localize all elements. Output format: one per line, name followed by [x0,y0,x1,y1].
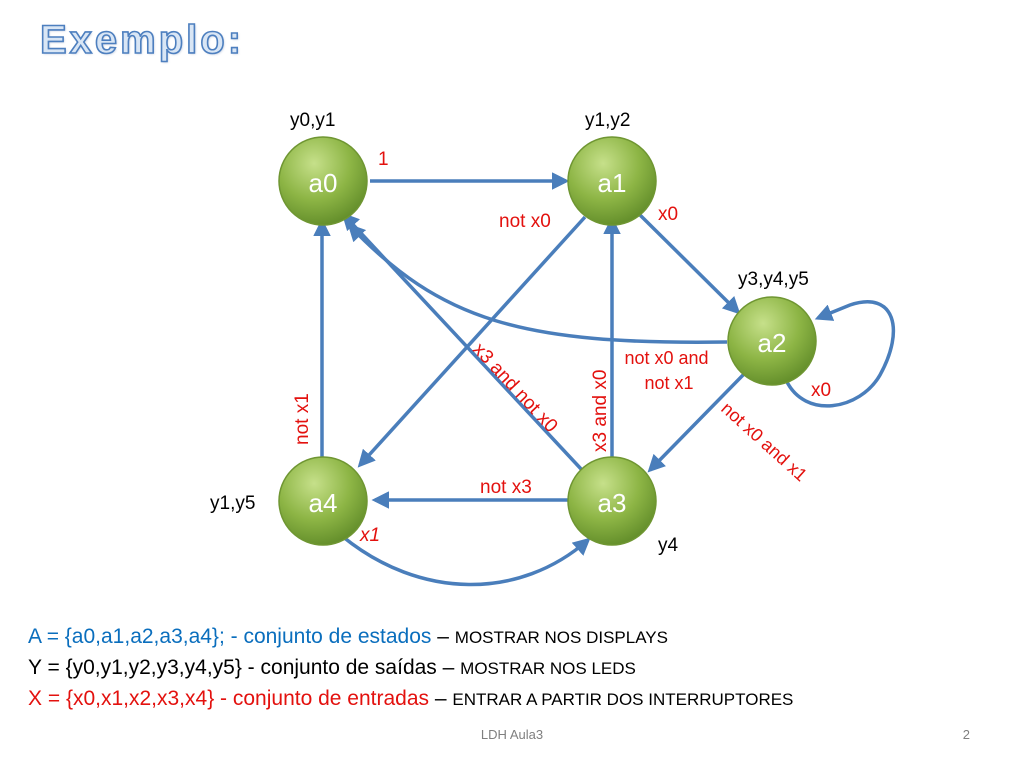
state-a4: a4 [278,456,368,546]
state-label: a1 [598,168,627,198]
definition-x-action: ENTRAR A PARTIR DOS INTERRUPTORES [452,690,794,709]
condition-a0-a1: 1 [378,149,389,170]
footer-text: LDH Aula3 [480,727,544,742]
definition-a-dash: – [431,625,455,648]
edge-a1-a4 [357,215,587,468]
condition-a3-a1: x3 and x0 [590,370,611,452]
definition-a-set: = {a0,a1,a2,a3,a4}; - conjunto de estado… [40,625,432,648]
condition-a3-a0: x3 and not x0 [468,339,561,437]
condition-a4-a0: not x1 [292,393,313,445]
state-a1: a1 [567,136,657,226]
output-label-a2: y3,y4,y5 [738,269,809,290]
definition-x-line: X = {x0,x1,x2,x3,x4} - conjunto de entra… [28,684,793,715]
state-a0: a0 [278,136,368,226]
definition-x-lead: X [28,687,43,710]
slide-title: Exemplo: [39,17,245,63]
state-label: a4 [309,488,338,518]
edge-a2-a3 [647,371,747,473]
edge-a4-a3 [340,534,591,587]
state-a3: a3 [567,456,657,546]
state-label: a3 [598,488,627,518]
output-label-a3: y4 [658,535,679,556]
output-label-a4: y1,y5 [210,493,255,514]
edge-a2-a2 [784,300,896,408]
definition-a-action: MOSTRAR NOS DISPLAYS [454,628,668,647]
edge-a1-a2 [638,213,741,315]
definitions: A = {a0,a1,a2,a3,a4}; - conjunto de esta… [28,622,793,715]
condition-a3-a4: not x3 [480,477,532,498]
definition-y-action: MOSTRAR NOS LEDS [460,659,636,678]
definition-a-line: A = {a0,a1,a2,a3,a4}; - conjunto de esta… [28,622,793,653]
condition-a1-a2: x0 [658,204,678,225]
condition-a2-a0: not x0 and not x1 [624,348,713,393]
output-label-a1: y1,y2 [585,110,630,131]
definition-x-set: = {x0,x1,x2,x3,x4} - conjunto de entrada… [42,687,430,710]
condition-a4-a3: x1 [359,525,380,546]
definition-y-line: Y = {y0,y1,y2,y3,y4,y5} - conjunto de sa… [28,653,793,684]
condition-a1-a4: not x0 [499,211,551,232]
definition-x-dash: – [429,687,453,710]
state-a2: a2 [727,296,817,386]
definition-a-lead: A [28,625,41,648]
state-label: a2 [758,328,787,358]
condition-a2-a3: not x0 and x1 [717,398,811,485]
output-label-a0: y0,y1 [290,110,335,131]
definition-y-lead: Y [28,656,42,679]
definition-y-set: = {y0,y1,y2,y3,y4,y5} - conjunto de saíd… [41,656,437,679]
definition-y-dash: – [436,656,461,679]
edge-a3-a0 [341,212,584,472]
condition-a2-a2: x0 [811,380,831,401]
state-label: a0 [309,168,338,198]
page-number: 2 [962,727,970,742]
